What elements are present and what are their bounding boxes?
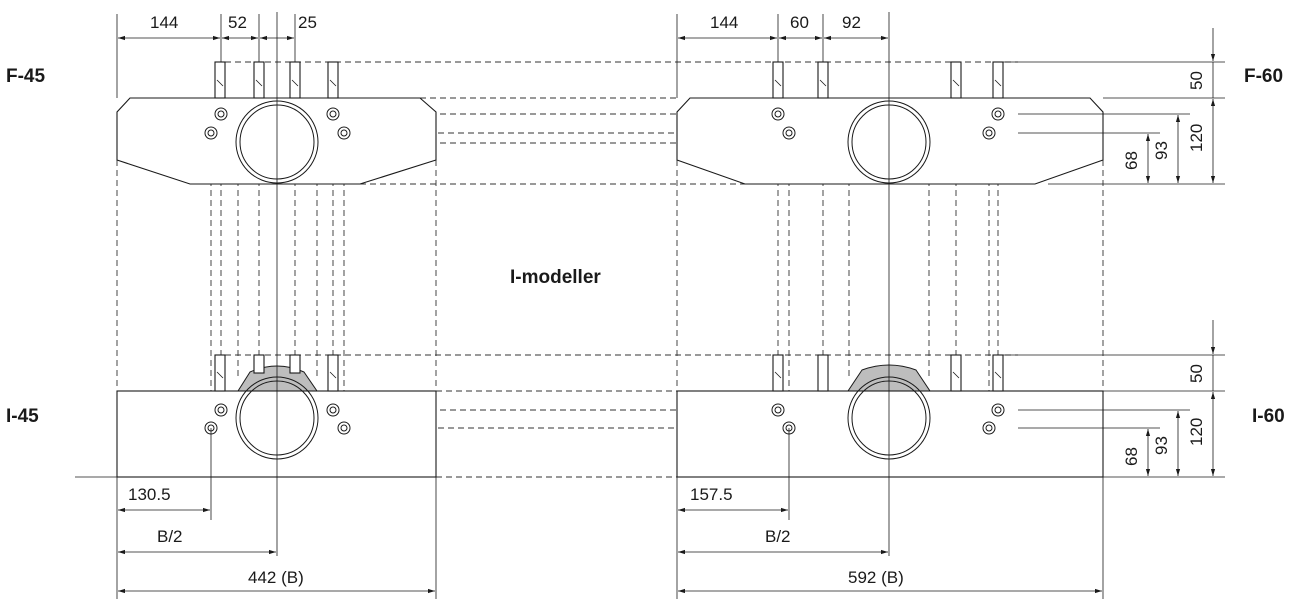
dim-right-157-5: 157.5	[690, 485, 733, 504]
pipe-stubs	[772, 354, 1004, 392]
pipe-stubs	[214, 61, 339, 99]
top-dimensions-right: 144 60 92	[676, 13, 888, 98]
dim-right-92: 92	[842, 13, 861, 32]
label-i45: I-45	[6, 406, 39, 427]
dim-left-130-5: 130.5	[128, 485, 171, 504]
dim-left-25: 25	[298, 13, 317, 32]
dim-left-144: 144	[150, 13, 178, 32]
dim-right-144: 144	[710, 13, 738, 32]
bottom-dimensions-right: 157.5 B/2 592 (B)	[676, 428, 1104, 599]
bolt-holes	[771, 403, 1005, 435]
dim-left-half: B/2	[157, 527, 183, 546]
bolt-holes	[204, 403, 351, 435]
top-dimensions-left: 144 52 25	[116, 13, 317, 98]
f60-view	[676, 61, 1104, 185]
pipe-stubs	[214, 354, 339, 392]
dim-right-60: 60	[790, 13, 809, 32]
i60-view	[676, 354, 1104, 478]
label-f60: F-60	[1244, 66, 1283, 87]
i45-view	[116, 354, 437, 478]
label-f45: F-45	[6, 66, 46, 87]
bolt-holes	[771, 107, 1005, 140]
side-dimensions-i: 50 120 93 68	[1003, 320, 1225, 478]
dim-f-50: 50	[1187, 71, 1206, 90]
dim-i-120: 120	[1187, 418, 1206, 446]
bottom-dimensions-left: 130.5 B/2 442 (B)	[75, 428, 437, 599]
dim-i-93: 93	[1152, 436, 1171, 455]
bolt-holes	[204, 107, 351, 140]
f45-view	[116, 61, 437, 185]
label-center: I-modeller	[510, 267, 601, 288]
center-lines	[276, 12, 890, 556]
dim-left-width: 442 (B)	[248, 568, 304, 587]
dim-f-68: 68	[1122, 151, 1141, 170]
dim-right-width: 592 (B)	[848, 568, 904, 587]
side-dimensions-f: 50 120 93 68	[1003, 28, 1225, 185]
dim-i-50: 50	[1187, 364, 1206, 383]
label-i60: I-60	[1252, 406, 1285, 427]
dim-i-68: 68	[1122, 447, 1141, 466]
dim-f-120: 120	[1187, 124, 1206, 152]
dim-right-half: B/2	[765, 527, 791, 546]
dim-f-93: 93	[1152, 141, 1171, 160]
dim-left-52: 52	[228, 13, 247, 32]
pipe-stubs	[772, 61, 1004, 99]
